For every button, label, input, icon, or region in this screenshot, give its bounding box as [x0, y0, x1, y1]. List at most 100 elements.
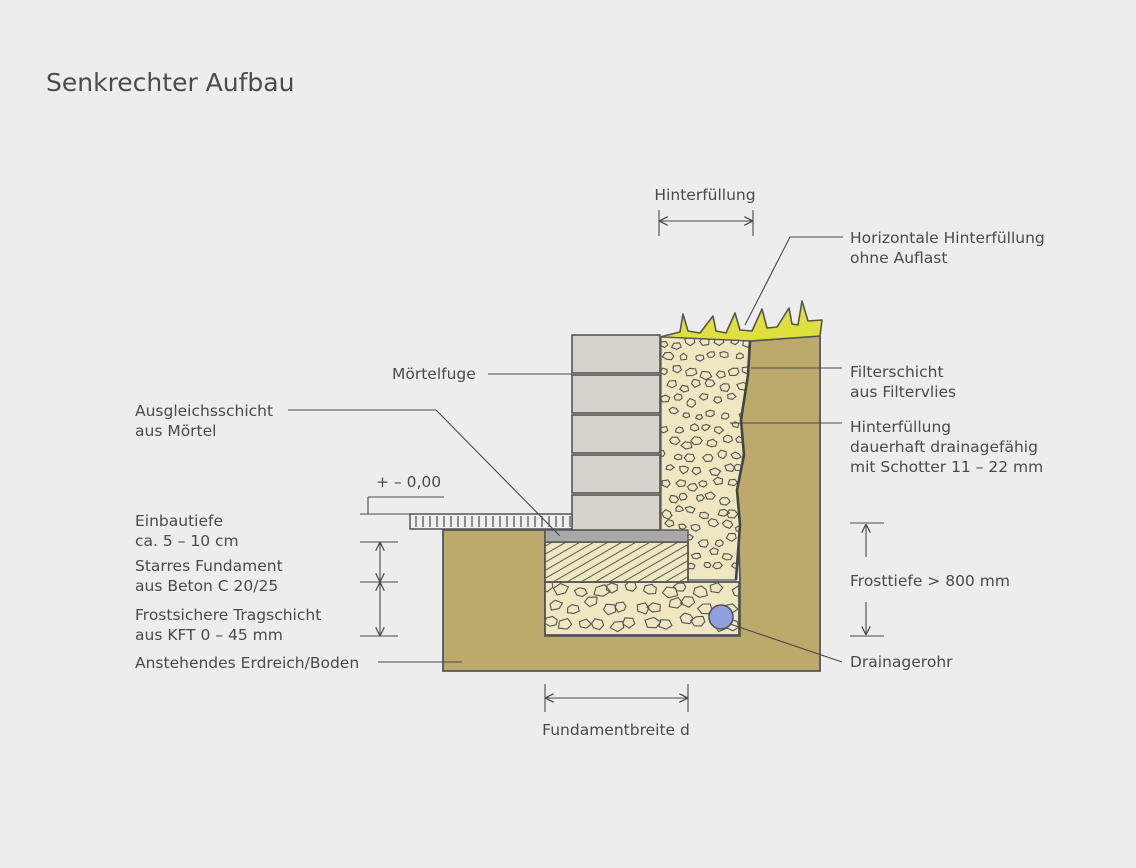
- stone: [722, 434, 734, 444]
- wall-block: [571, 334, 661, 374]
- stone: [705, 409, 715, 418]
- stone: [727, 478, 739, 487]
- stone: [715, 370, 726, 379]
- stone: [686, 397, 697, 409]
- label-ausgleich-line1: Ausgleichsschicht: [135, 402, 273, 420]
- stone: [694, 414, 704, 421]
- stone: [668, 494, 680, 504]
- stone: [679, 384, 690, 393]
- stone: [672, 582, 687, 592]
- stone: [661, 425, 669, 434]
- stone: [557, 617, 573, 630]
- stone: [691, 467, 702, 476]
- stone: [646, 602, 661, 613]
- stone: [549, 599, 564, 611]
- stone: [735, 352, 745, 360]
- paving-joints: [415, 516, 571, 527]
- label-tragschicht-line2: aus KFT 0 – 45 mm: [135, 626, 283, 644]
- stone: [714, 539, 724, 548]
- stone: [685, 367, 698, 377]
- wall-block: [571, 494, 661, 531]
- mortar-levelling-layer: [544, 529, 689, 543]
- stone: [707, 518, 720, 528]
- label-frosttiefe: Frosttiefe > 800 mm: [850, 572, 1010, 590]
- stone: [689, 615, 706, 627]
- stone: [661, 449, 666, 457]
- label-einbau-line2: ca. 5 – 10 cm: [135, 532, 239, 550]
- label-filter-line1: Filterschicht: [850, 363, 944, 381]
- stone: [697, 539, 709, 548]
- paving-surface: [409, 513, 573, 530]
- label-fundamentbreite: Fundamentbreite d: [542, 721, 690, 739]
- stone: [682, 412, 691, 419]
- stone: [680, 441, 693, 450]
- stone: [661, 394, 671, 403]
- stone: [573, 587, 588, 598]
- stone: [725, 532, 737, 543]
- stone: [668, 436, 681, 446]
- stone: [726, 509, 739, 519]
- label-fundament-line2: aus Beton C 20/25: [135, 577, 278, 595]
- stone: [700, 423, 711, 432]
- stone: [622, 617, 636, 629]
- frost-base-layer: [544, 581, 740, 636]
- stone: [679, 612, 694, 625]
- label-fundament-line1: Starres Fundament: [135, 557, 283, 575]
- stone: [703, 562, 712, 569]
- stone: [711, 561, 724, 570]
- stone: [690, 436, 704, 446]
- stone: [642, 583, 657, 595]
- stone: [730, 451, 742, 460]
- stone: [690, 378, 701, 389]
- stone: [699, 337, 710, 346]
- leader-ausgleichsschicht: [288, 409, 561, 537]
- stone: [614, 601, 627, 613]
- stone: [673, 453, 683, 461]
- label-einbau-line1: Einbautiefe: [135, 512, 223, 530]
- stone: [591, 618, 605, 631]
- stone: [721, 519, 734, 529]
- wall-block: [571, 414, 661, 454]
- stone: [708, 467, 722, 477]
- stone: [698, 480, 708, 488]
- wall-block: [571, 454, 661, 494]
- stone: [704, 378, 716, 388]
- stone: [552, 582, 570, 596]
- label-hinterfuellung-width: Hinterfüllung: [654, 186, 755, 204]
- stone: [583, 596, 598, 608]
- stone: [721, 412, 730, 420]
- stone: [661, 340, 669, 349]
- label-ausgleich-line2: aus Mörtel: [135, 422, 216, 440]
- stone: [713, 426, 725, 435]
- stone: [661, 479, 671, 489]
- stone: [713, 396, 723, 404]
- stone: [624, 582, 638, 592]
- label-hinterfuellung-line1: Hinterfüllung: [850, 418, 951, 436]
- label-filter-line2: aus Filtervlies: [850, 383, 956, 401]
- stone: [731, 585, 739, 598]
- stone: [708, 547, 719, 555]
- stone: [706, 438, 718, 448]
- grass-strip: [659, 300, 823, 342]
- label-horizontal-line1: Horizontale Hinterfüllung: [850, 229, 1045, 247]
- leader-horizontal: [744, 236, 843, 326]
- stone: [666, 380, 677, 389]
- stone: [719, 383, 731, 392]
- stone: [698, 511, 710, 520]
- wall-block: [571, 374, 661, 414]
- stone: [695, 354, 705, 362]
- stone: [719, 351, 729, 359]
- drainage-pipe: [708, 604, 734, 630]
- base-layer-stones: [545, 582, 739, 633]
- label-moertelfuge: Mörtelfuge: [392, 365, 476, 383]
- stone: [668, 406, 680, 415]
- stone: [678, 523, 688, 531]
- stone: [664, 518, 675, 528]
- stone: [545, 582, 554, 593]
- stone: [545, 615, 558, 627]
- stone: [704, 491, 716, 500]
- stone: [689, 423, 700, 432]
- wall-blocks: [571, 334, 661, 531]
- stone: [670, 342, 682, 351]
